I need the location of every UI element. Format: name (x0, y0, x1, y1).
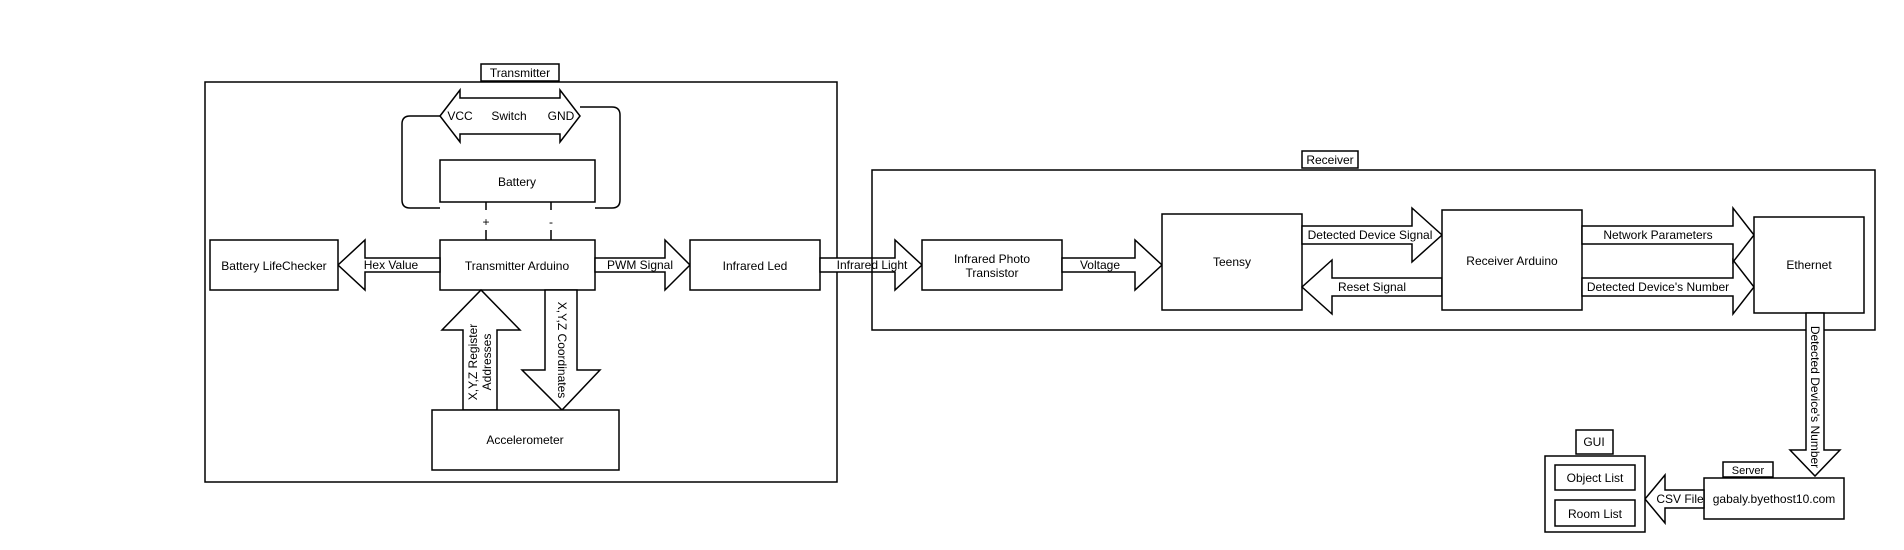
csv-file-label: CSV File (1656, 492, 1704, 506)
xyz-coordinates-label: X,Y,Z Coordinates (555, 302, 569, 399)
infrared-led-label: Infrared Led (723, 259, 788, 273)
room-list-label: Room List (1568, 507, 1623, 521)
receiver-tag-box (1301, 150, 1359, 169)
accelerometer-label: Accelerometer (486, 433, 563, 447)
gnd-label: GND (548, 109, 575, 123)
infrared-photo-transistor-block (921, 239, 1063, 291)
ethernet-block (1753, 216, 1865, 314)
xyz-register-arrow (440, 288, 522, 411)
transmitter-title: Transmitter (490, 66, 550, 80)
vcc-label: VCC (447, 109, 473, 123)
xyz-register-label-line2: Addresses (480, 334, 494, 391)
csv-file-arrow (1644, 472, 1705, 526)
detected-devices-number-arrow (1581, 257, 1755, 317)
pwm-signal-arrow (594, 238, 692, 292)
network-parameters-arrow (1581, 205, 1755, 265)
object-list-block (1554, 464, 1636, 491)
battery-label: Battery (498, 175, 536, 189)
detected-device-signal-label: Detected Device Signal (1308, 228, 1433, 242)
switch-label: Switch (491, 109, 526, 123)
minus-terminal-label: - (549, 215, 553, 229)
receiver-arduino-label: Receiver Arduino (1466, 254, 1558, 268)
gui-title: GUI (1583, 435, 1604, 449)
accelerometer-block (431, 409, 620, 471)
reset-signal-label: Reset Signal (1338, 280, 1406, 294)
hex-value-label: Hex Value (364, 258, 419, 272)
transmitter-arduino-label: Transmitter Arduino (465, 259, 570, 273)
server-title: Server (1732, 465, 1765, 477)
infrared-photo-transistor-line1: Infrared Photo (954, 252, 1030, 266)
teensy-block (1161, 213, 1303, 311)
ethernet-label: Ethernet (1786, 258, 1832, 272)
transmitter-arduino-block (439, 239, 596, 291)
hex-value-arrow (336, 238, 441, 292)
infrared-photo-transistor-line2: Transistor (966, 266, 1019, 280)
battery-block (439, 159, 596, 203)
receiver-title: Receiver (1306, 153, 1353, 167)
gui-tag-box (1575, 429, 1614, 455)
xyz-register-label-line1: X,Y,Z Register (466, 324, 480, 400)
battery-lifechecker-block (209, 239, 339, 291)
battery-wire-left (401, 115, 440, 209)
transmitter-frame (204, 81, 838, 483)
detected-devices-number-down-arrow (1788, 312, 1842, 478)
detected-device-signal-arrow (1301, 206, 1444, 264)
pwm-signal-label: PWM Signal (607, 258, 673, 272)
detected-devices-number-label: Detected Device's Number (1587, 280, 1729, 294)
room-list-block (1554, 499, 1636, 527)
transmitter-tag-box (480, 63, 560, 82)
battery-lifechecker-label: Battery LifeChecker (221, 259, 326, 273)
network-parameters-label: Network Parameters (1603, 228, 1712, 242)
switch-double-arrow (439, 87, 581, 145)
detected-devices-number-vertical-label: Detected Device's Number (1808, 326, 1822, 468)
teensy-label: Teensy (1213, 255, 1251, 269)
battery-wire-right (580, 106, 621, 209)
server-tag-box (1722, 461, 1774, 478)
object-list-label: Object List (1567, 471, 1624, 485)
receiver-arduino-block (1441, 209, 1583, 311)
voltage-label: Voltage (1080, 258, 1120, 272)
infrared-light-arrow (819, 238, 924, 292)
xyz-coordinates-arrow (520, 289, 602, 412)
receiver-frame (871, 169, 1876, 331)
server-block (1703, 477, 1845, 520)
voltage-arrow (1061, 238, 1164, 292)
reset-signal-arrow (1300, 258, 1443, 316)
server-host-label: gabaly.byethost10.com (1713, 492, 1836, 506)
plus-terminal-label: + (482, 215, 489, 229)
